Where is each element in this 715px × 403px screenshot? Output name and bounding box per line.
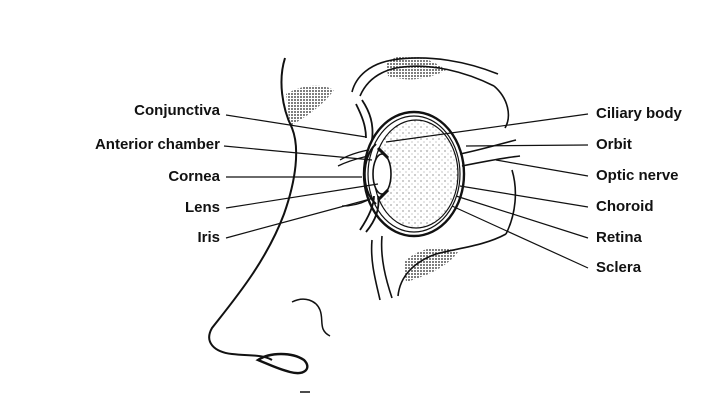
label-retina: Retina xyxy=(596,229,642,247)
leader-anterior-chamber xyxy=(224,146,372,160)
lens xyxy=(373,154,391,194)
label-anterior-chamber: Anterior chamber xyxy=(95,136,220,154)
label-cornea: Cornea xyxy=(168,168,220,186)
label-sclera: Sclera xyxy=(596,259,641,277)
label-ciliary-body: Ciliary body xyxy=(596,105,682,123)
leader-optic-nerve xyxy=(496,160,588,176)
leader-orbit xyxy=(466,145,588,146)
label-orbit: Orbit xyxy=(596,136,632,154)
eyebrow-front xyxy=(286,86,334,126)
label-conjunctiva: Conjunctiva xyxy=(134,102,220,120)
label-lens: Lens xyxy=(185,199,220,217)
eyelids xyxy=(338,100,379,232)
label-iris: Iris xyxy=(197,229,220,247)
eyeball xyxy=(364,112,520,236)
leader-sclera xyxy=(452,206,588,268)
label-choroid: Choroid xyxy=(596,198,654,216)
label-optic-nerve: Optic nerve xyxy=(596,167,679,185)
cheek-hatch xyxy=(404,248,458,282)
